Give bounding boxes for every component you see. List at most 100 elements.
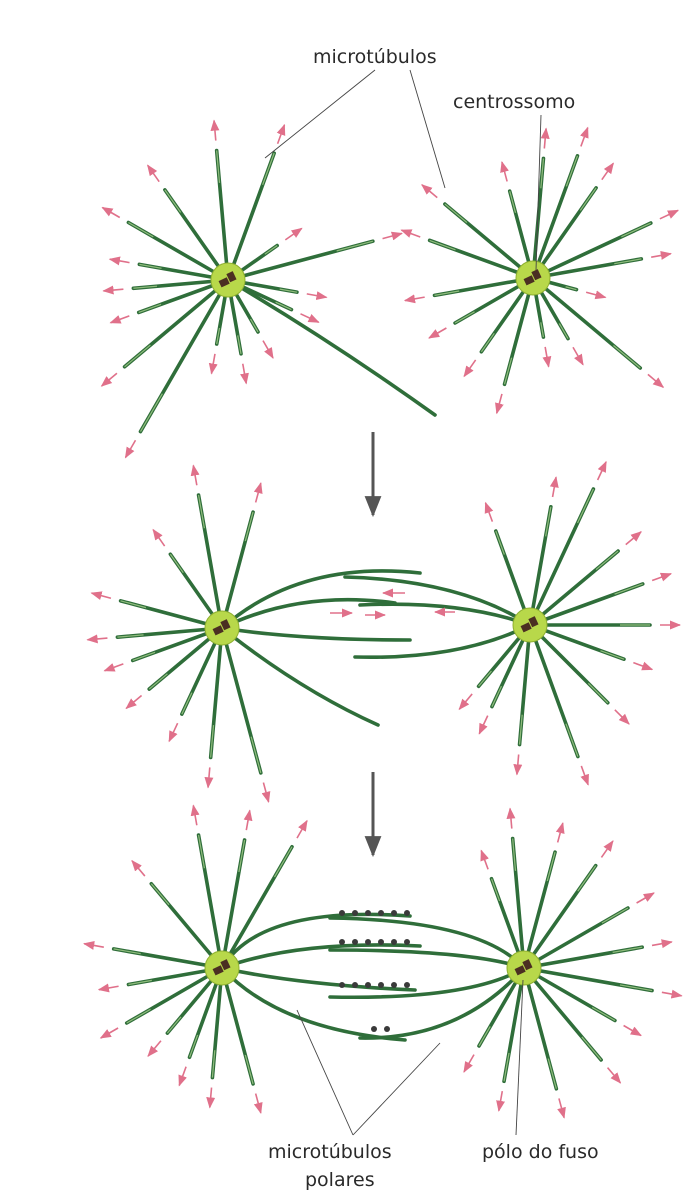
plus-end-arrow [464, 1055, 474, 1072]
microtubule-highlight [613, 345, 640, 367]
plus-end-arrow [486, 503, 493, 522]
motor-protein [384, 1026, 390, 1032]
plus-end-arrow [422, 185, 437, 198]
plus-end-arrow [633, 663, 652, 670]
motor-protein [404, 939, 410, 945]
leader-line-polar-microtubules [353, 1043, 440, 1135]
plus-end-arrow [544, 129, 546, 149]
plus-end-arrow [598, 462, 606, 480]
microtubule-highlight [620, 985, 652, 991]
label-polar-microtubules-line1: microtúbulos [268, 1141, 392, 1163]
microtubule-highlight [592, 1007, 615, 1020]
plus-end-arrow [285, 228, 301, 239]
microtubule-highlight [337, 241, 373, 251]
plus-end-arrow [148, 1041, 161, 1056]
plus-end-arrow [297, 821, 307, 838]
motor-protein [378, 982, 384, 988]
centrosomes-layer [205, 261, 550, 985]
microtubule-highlight [615, 584, 643, 594]
plus-end-arrow [88, 638, 108, 640]
microtubule [330, 950, 524, 968]
plus-end-arrow [102, 208, 119, 218]
microtubule-highlight [566, 724, 578, 757]
motor-protein [339, 982, 345, 988]
plus-end-arrow [102, 373, 117, 386]
plus-end-arrow [559, 1098, 564, 1117]
plus-end-arrow [256, 1094, 261, 1113]
microtubule [330, 968, 524, 997]
microtubule-highlight [602, 908, 628, 923]
microtubule-highlight [170, 554, 183, 572]
microtubule-highlight [492, 686, 502, 706]
microtubule-highlight [578, 489, 594, 523]
microtubule-highlight [548, 1059, 556, 1089]
motor-protein [371, 1026, 377, 1032]
plus-end-arrow [208, 767, 210, 787]
leader-line-microtubules [265, 70, 375, 158]
plus-end-arrow [510, 809, 512, 829]
plus-end-arrow [545, 347, 548, 367]
microtubule-highlight [133, 652, 155, 660]
microtubule-highlight [588, 683, 607, 702]
motor-protein [339, 910, 345, 916]
plus-end-arrow [602, 163, 613, 179]
microtubule-highlight [580, 188, 596, 211]
microtubule-highlight [479, 671, 492, 686]
motor-protein [404, 982, 410, 988]
plus-end-arrow [479, 716, 487, 734]
plus-end-arrow [553, 477, 556, 497]
plus-end-arrow [615, 710, 629, 724]
plus-end-arrow [608, 1068, 621, 1083]
microtubule-highlight [141, 394, 163, 432]
motor-protein [352, 910, 358, 916]
motor-protein [365, 982, 371, 988]
label-spindle-pole: pólo do fuso [482, 1141, 599, 1163]
plus-end-arrow [586, 292, 605, 297]
microtubule-highlight [505, 358, 512, 385]
plus-end-arrow [626, 532, 641, 545]
microtubule [222, 628, 410, 640]
plus-end-arrow [169, 723, 177, 741]
plus-end-arrow [301, 314, 319, 322]
plus-end-arrow [92, 593, 111, 598]
plus-end-arrow [256, 483, 261, 502]
plus-end-arrow [103, 289, 123, 291]
microtubule-highlight [245, 512, 253, 541]
motor-proteins-layer [339, 910, 410, 1032]
plus-end-arrow [581, 128, 588, 147]
plus-end-arrow [429, 328, 446, 338]
plus-end-arrow [624, 1026, 641, 1036]
plus-end-arrow [263, 341, 273, 358]
microtubule-highlight [245, 1055, 253, 1084]
plus-end-arrow [405, 297, 425, 300]
microtubule-highlight [621, 223, 650, 237]
microtubule-highlight [165, 190, 181, 213]
motor-protein [352, 982, 358, 988]
microtubule-highlight [600, 651, 623, 660]
plus-end-arrow [111, 316, 130, 323]
microtubule-highlight [492, 879, 500, 901]
plus-end-arrow [246, 810, 249, 830]
plus-end-arrow [459, 694, 472, 709]
plus-end-arrow [99, 986, 119, 989]
microtubule [222, 945, 420, 968]
microtubule [222, 968, 415, 990]
microtubule-highlight [479, 1026, 490, 1045]
plus-end-arrow [278, 125, 285, 144]
microtubule-highlight [510, 191, 516, 213]
microtubule-highlight [547, 852, 555, 881]
microtubule-highlight [199, 835, 205, 868]
plus-end-arrow [179, 1067, 186, 1086]
microtubule-highlight [239, 840, 245, 872]
motor-protein [391, 982, 397, 988]
plus-end-arrow [464, 360, 475, 376]
plus-end-arrow [652, 942, 672, 945]
microtubule-highlight [149, 674, 167, 689]
label-polar-microtubules-line2: polares [305, 1169, 375, 1191]
microtubule-highlight [251, 319, 259, 332]
microtubule-highlight [566, 156, 577, 187]
plus-end-arrow [105, 664, 124, 671]
plus-end-arrow [212, 354, 215, 374]
plus-end-arrow [497, 394, 502, 413]
